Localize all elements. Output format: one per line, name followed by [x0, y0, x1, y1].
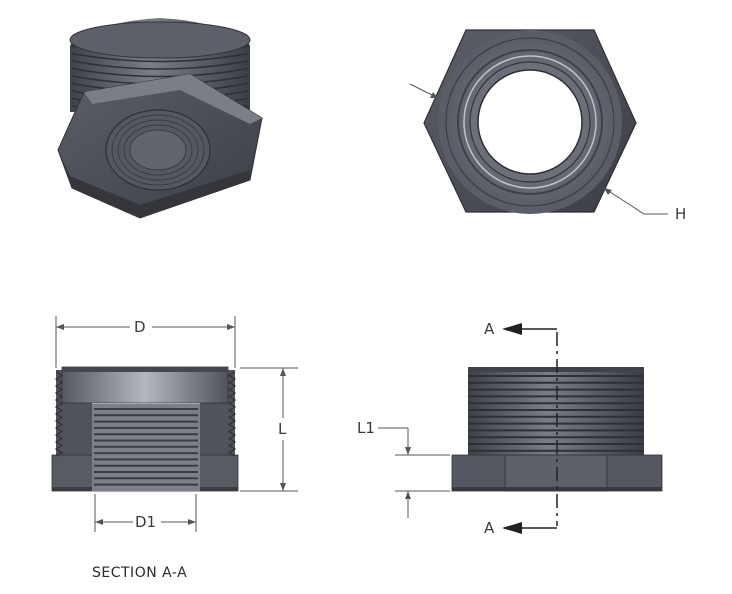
- section-view: D L D1 SECTION A-A: [51, 316, 298, 581]
- iso-thread-line: [71, 67, 249, 78]
- section-arrow-top: [502, 323, 522, 335]
- section-label-bottom: A: [484, 519, 495, 537]
- l-label: L: [278, 420, 287, 438]
- d-label: D: [134, 318, 146, 336]
- iso-thread-line: [71, 52, 249, 63]
- d1-label: D1: [135, 513, 156, 531]
- section-thread-teeth-right: [227, 371, 237, 457]
- side-view: A A L1: [357, 320, 663, 537]
- l1-label: L1: [357, 419, 375, 437]
- section-arrow-bottom: [502, 522, 522, 534]
- side-thread-lines: [468, 375, 644, 452]
- section-thread-teeth-left: [54, 371, 64, 457]
- h-label: H: [675, 205, 686, 223]
- isometric-view: [57, 18, 263, 219]
- section-label-top: A: [484, 320, 495, 338]
- h-leader: [603, 187, 668, 215]
- section-caption: SECTION A-A: [92, 565, 187, 581]
- end-view: H: [409, 29, 686, 223]
- iso-thread-line: [71, 60, 249, 70]
- section-external-threads: [54, 371, 237, 457]
- section-internal-threads: [94, 408, 198, 486]
